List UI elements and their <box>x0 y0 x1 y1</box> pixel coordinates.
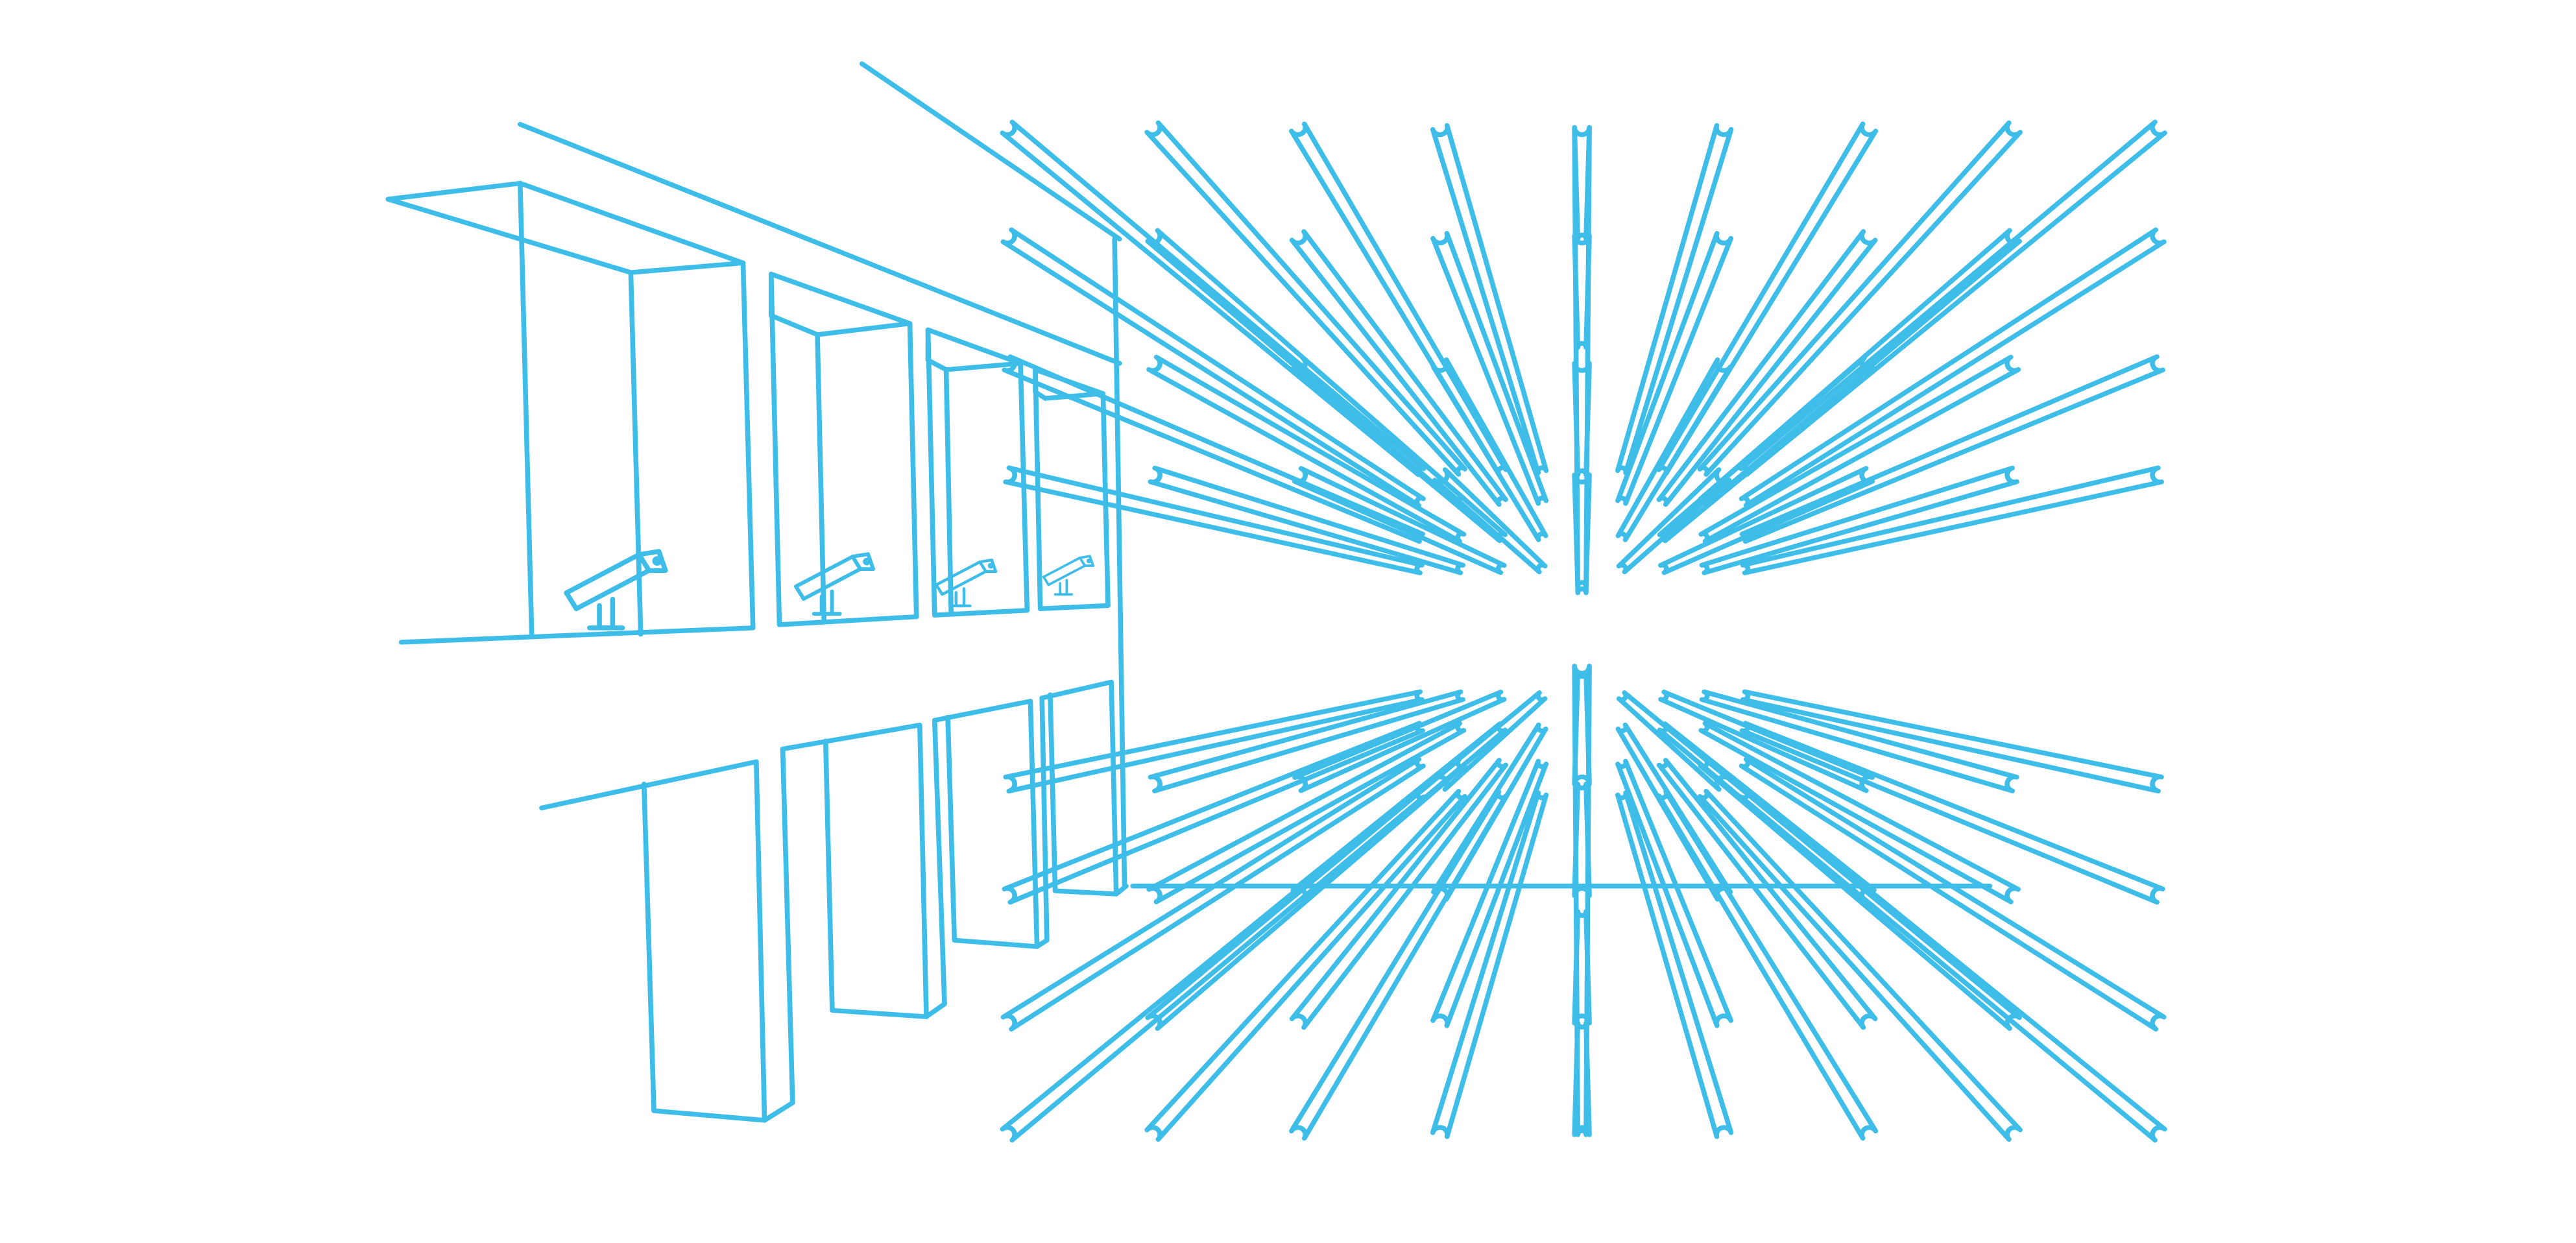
light-ray <box>1698 721 2021 904</box>
light-ray <box>1000 227 1426 508</box>
lower-column-3 <box>932 695 1050 949</box>
light-ray <box>1615 758 1734 1028</box>
light-ray <box>1657 356 1877 544</box>
light-ray <box>1430 790 1549 1139</box>
light-ray <box>1698 354 2021 544</box>
light-ray <box>1430 357 1548 542</box>
light-ray <box>1292 466 1507 575</box>
light-ray <box>1699 689 2019 793</box>
light-ray <box>1292 690 1507 793</box>
light-ray <box>1572 125 1592 596</box>
upper-bay-2 <box>768 271 919 627</box>
light-ray <box>1430 758 1549 1028</box>
light-ray <box>1003 465 1425 575</box>
light-ray <box>1699 465 2019 575</box>
security-camera-icon <box>793 552 876 616</box>
light-ray <box>1289 789 1509 1141</box>
light-ray <box>1739 756 2167 1032</box>
security-camera-icon <box>935 558 998 608</box>
light-ray <box>1615 790 1734 1139</box>
light-ray <box>1658 690 1875 793</box>
light-ray <box>1145 757 1467 1032</box>
light-ray <box>1656 758 1878 1030</box>
light-ray <box>1656 229 1878 507</box>
security-cameras <box>564 549 1095 631</box>
building-wireframe <box>385 61 1993 1123</box>
light-rays <box>1000 119 2167 1143</box>
light-ray <box>1430 123 1549 476</box>
light-ray <box>1002 721 1425 905</box>
light-ray <box>1148 465 1466 575</box>
light-ray <box>1616 467 1732 575</box>
light-ray <box>1148 689 1465 793</box>
light-ray <box>1432 467 1548 575</box>
light-ray <box>1740 689 2164 794</box>
light-ray <box>1289 229 1508 507</box>
light-ray <box>1739 721 2165 905</box>
light-ray <box>1656 789 1879 1141</box>
light-ray <box>1739 227 2167 508</box>
security-camera-icon <box>1042 555 1095 596</box>
light-ray <box>1144 788 1467 1142</box>
light-ray <box>1430 231 1549 506</box>
light-ray <box>1000 756 1426 1032</box>
light-ray <box>1002 354 1425 544</box>
security-camera-icon <box>564 549 668 631</box>
lower-floor-line <box>539 759 759 811</box>
facade-vertical-edge <box>1112 236 1127 889</box>
upper-bay-1 <box>385 180 756 645</box>
light-ray <box>1616 690 1731 792</box>
light-ray <box>1740 465 2164 575</box>
light-ray <box>1000 788 1426 1143</box>
light-ray <box>1697 788 2023 1142</box>
lower-column-4 <box>1039 679 1129 897</box>
light-ray <box>1572 664 1592 1137</box>
light-ray <box>1739 354 2165 544</box>
light-ray <box>1003 689 1425 794</box>
light-ray <box>1289 121 1509 476</box>
light-ray <box>1698 757 2022 1032</box>
light-ray <box>1739 119 2167 477</box>
light-ray <box>1146 721 1467 904</box>
light-ray <box>1290 721 1508 904</box>
lower-column-1 <box>641 746 795 1123</box>
light-ray <box>1146 354 1467 544</box>
light-ray <box>1739 788 2167 1143</box>
light-ray <box>1615 357 1733 542</box>
light-ray <box>1144 120 1467 477</box>
light-ray <box>1697 120 2023 477</box>
lower-column-2 <box>780 718 947 1019</box>
light-ray <box>1658 466 1875 575</box>
light-ray <box>1615 231 1734 506</box>
light-ray <box>1289 758 1508 1030</box>
roof-edge-line <box>518 121 1122 366</box>
light-ray <box>1656 121 1879 476</box>
light-ray <box>1615 123 1734 476</box>
roof-edge-line-upper <box>859 61 1122 242</box>
